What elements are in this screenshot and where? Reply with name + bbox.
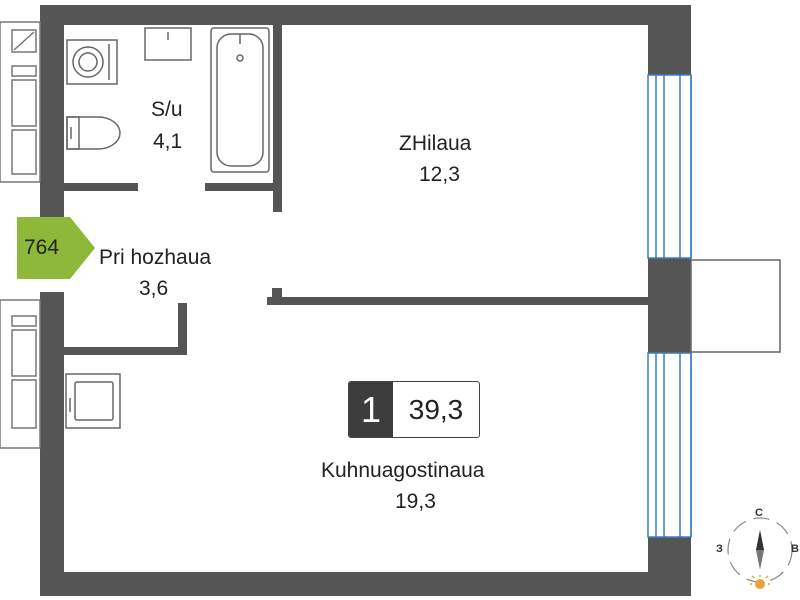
room-bathroom-name: S/u <box>151 98 183 121</box>
washing-machine <box>66 39 118 85</box>
rooms-count: 1 <box>349 382 393 437</box>
wall-left-upper <box>40 5 64 220</box>
wall-right-middle <box>648 258 691 353</box>
wall-bath-bottom-right <box>205 183 282 191</box>
wall-hall-bottom <box>64 347 187 355</box>
room-bathroom-area: 4,1 <box>153 130 183 153</box>
room-kitchen-area: 19,3 <box>395 490 436 513</box>
room-kitchen-name: Kuhnuagostinaua <box>321 459 485 482</box>
room-hallway-name: Pri hozhaua <box>99 246 212 269</box>
sun-icon <box>755 579 765 589</box>
wall-room-divider <box>267 297 648 305</box>
wall-stub <box>272 288 282 300</box>
room-bedroom-name: ZHilaua <box>399 132 472 155</box>
windows <box>647 74 692 538</box>
bathtub <box>210 27 270 173</box>
toilet <box>66 116 121 150</box>
apartment-badge <box>17 217 95 279</box>
left-cabinets <box>0 21 41 449</box>
wall-hall-post <box>178 303 187 355</box>
wall-right-bottom <box>648 537 691 596</box>
compass-west-label: З <box>716 543 723 555</box>
total-area: 39,3 <box>408 393 464 425</box>
balcony <box>690 259 781 353</box>
apartment-number: 764 <box>24 236 60 259</box>
kitchen-sink <box>65 373 121 429</box>
wall-top <box>40 5 691 25</box>
wall-left-lower <box>40 292 64 596</box>
apartment-summary: 1 39,3 <box>348 381 480 438</box>
bathroom-fixtures <box>66 27 270 173</box>
wall-bath-right <box>273 25 282 212</box>
wall-right-top <box>648 5 691 75</box>
walls <box>40 5 691 596</box>
compass-north-label: С <box>755 507 763 519</box>
room-bedroom-area: 12,3 <box>419 163 460 186</box>
wall-bath-bottom-left <box>64 183 138 191</box>
sink <box>144 27 192 61</box>
compass <box>727 517 793 589</box>
wall-bottom <box>40 572 691 596</box>
compass-east-label: В <box>791 543 799 555</box>
room-hallway-area: 3,6 <box>139 277 169 300</box>
